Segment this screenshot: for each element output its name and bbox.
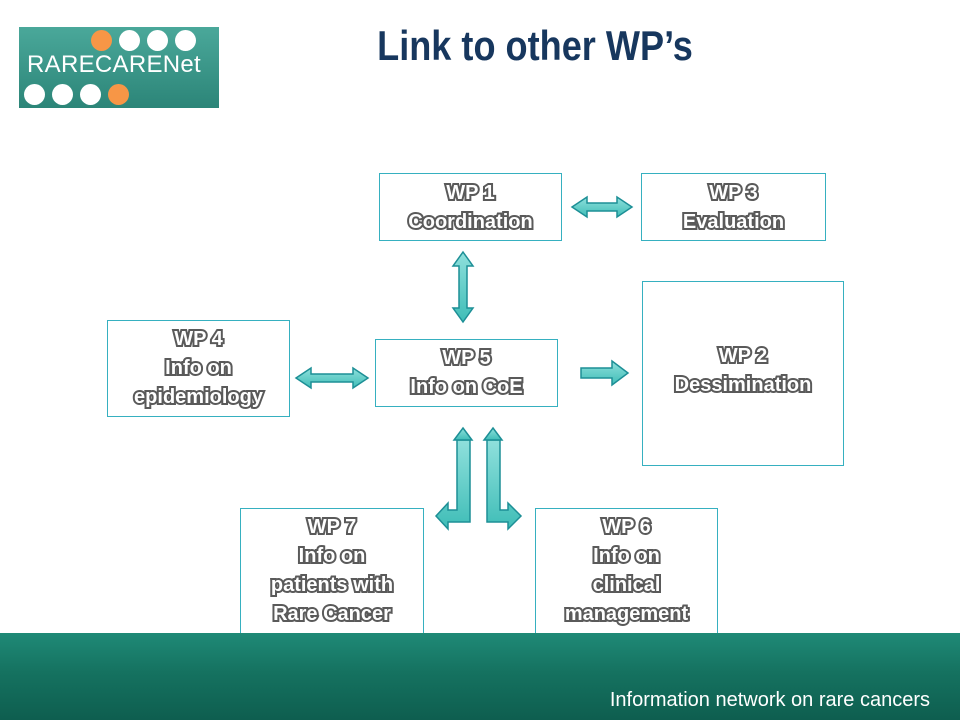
logo-dot — [91, 30, 112, 51]
logo-dot — [52, 84, 73, 105]
double-arrow-wp4-wp5 — [294, 366, 370, 390]
arrow-wp5-wp7 — [434, 439, 471, 531]
arrowhead-wp5-up-right — [482, 426, 504, 441]
wp3-label: Evaluation — [681, 209, 786, 235]
wp6-label-line3: management — [563, 601, 690, 627]
double-arrow-wp1-wp5 — [451, 250, 475, 324]
wp5-box: WP 5 Info on CoE — [375, 339, 558, 407]
logo-dot — [147, 30, 168, 51]
wp6-box: WP 6 Info on clinical management — [535, 508, 718, 640]
arrow-wp5-wp6 — [486, 439, 523, 531]
wp2-box: WP 2 Dessimination — [642, 281, 844, 466]
slide-title: Link to other WP’s — [377, 22, 693, 69]
footer-text: Information network on rare cancers — [609, 689, 930, 711]
wp2-label: Dessimination — [673, 372, 814, 398]
logo-dot — [175, 30, 196, 51]
double-arrow-wp1-wp3 — [570, 195, 634, 219]
logo-dot — [108, 84, 129, 105]
wp7-label-line3: Rare Cancer — [271, 601, 393, 627]
rarecarenet-logo: RARECARENet — [19, 27, 219, 108]
wp1-number: WP 1 — [444, 180, 497, 206]
wp6-number: WP 6 — [600, 514, 653, 540]
wp4-label-line2: epidemiology — [132, 384, 265, 410]
wp7-label-line1: Info on — [297, 543, 368, 569]
logo-dot — [80, 84, 101, 105]
wp4-box: WP 4 Info on epidemiology — [107, 320, 290, 417]
footer-band: Information network on rare cancers — [0, 633, 960, 720]
wp4-number: WP 4 — [172, 326, 225, 352]
wp3-number: WP 3 — [707, 180, 760, 206]
wp5-label: Info on CoE — [408, 374, 524, 400]
wp5-number: WP 5 — [440, 345, 493, 371]
arrowhead-wp5-up-left — [452, 426, 474, 441]
wp6-label-line1: Info on — [591, 543, 662, 569]
wp3-box: WP 3 Evaluation — [641, 173, 826, 241]
logo-dot — [24, 84, 45, 105]
wp6-label-line2: clinical — [591, 572, 663, 598]
wp4-label-line1: Info on — [163, 355, 234, 381]
wp7-label-line2: patients with — [269, 572, 395, 598]
wp2-number: WP 2 — [717, 343, 770, 369]
wp1-label: Coordination — [406, 209, 534, 235]
wp7-number: WP 7 — [306, 514, 359, 540]
wp7-box: WP 7 Info on patients with Rare Cancer — [240, 508, 424, 640]
arrow-wp5-wp2 — [580, 359, 630, 387]
logo-text: RARECARENet — [27, 51, 202, 78]
wp1-box: WP 1 Coordination — [379, 173, 562, 241]
logo-dot — [119, 30, 140, 51]
